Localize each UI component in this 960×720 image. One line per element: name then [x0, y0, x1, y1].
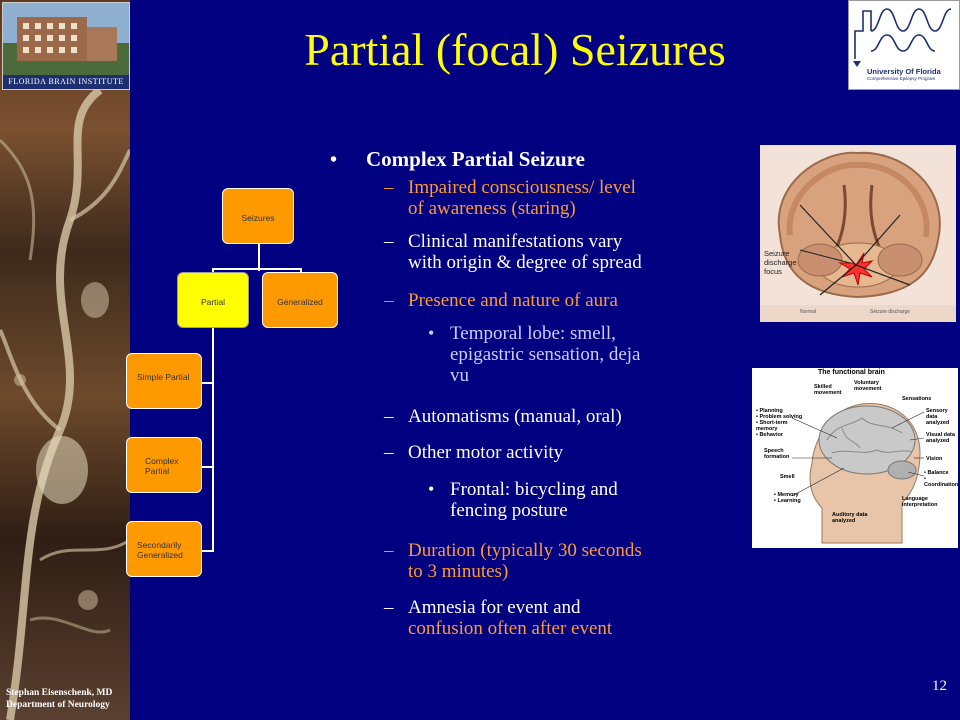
functional-brain-title: The functional brain	[818, 369, 885, 376]
footer-author: Stephan Eisenschenk, MD Department of Ne…	[6, 688, 113, 710]
list-item: Automatisms (manual, oral)	[408, 406, 622, 427]
slice-label-focus: focus	[764, 267, 782, 276]
page-number: 12	[932, 678, 947, 694]
list-item: Other motor activity	[408, 442, 564, 463]
chart-node-seizures: Seizures	[222, 188, 294, 244]
bullet-heading: Complex Partial Seizure	[366, 147, 585, 171]
list-item: Temporal lobe: smell,epigastric sensatio…	[450, 323, 641, 386]
logo-name: University Of Florida	[867, 67, 941, 76]
bullet-marker: •	[330, 149, 338, 171]
chart-node-secondarily-generalized: Secondarily Generalized	[126, 521, 202, 577]
brain-slice-illustration: Seizure discharge focus Normal Seizure d…	[760, 145, 956, 322]
neuron-artwork: FLORIDA BRAIN INSTITUTE	[0, 0, 130, 720]
list-item: Presence and nature of aura	[408, 290, 618, 311]
chart-node-simple-partial: Simple Partial	[126, 353, 202, 409]
slice-label-normal: Normal	[800, 309, 817, 315]
chart-node-complex-partial: Complex Partial	[126, 437, 202, 493]
slide-title: Partial (focal) Seizures	[304, 24, 726, 75]
slice-label-discharge: discharge	[764, 258, 797, 267]
slice-label-seizure: Seizure	[764, 249, 790, 258]
brain-institute-building-photo: FLORIDA BRAIN INSTITUTE	[2, 2, 130, 90]
chart-node-partial: Partial	[177, 272, 249, 328]
brain-institute-banner: FLORIDA BRAIN INSTITUTE	[3, 75, 129, 89]
chart-node-generalized: Generalized	[262, 272, 338, 328]
functional-brain-diagram: The functional brain Skilled movement Vo…	[752, 368, 958, 548]
logo-subtitle: Comprehensive Epilepsy Program	[867, 76, 936, 81]
slice-label-seizure-discharge: Seizure discharge	[870, 309, 911, 315]
